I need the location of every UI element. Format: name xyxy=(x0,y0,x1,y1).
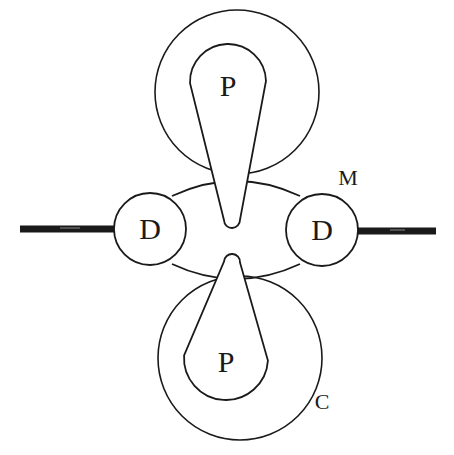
callout-letter: M xyxy=(338,167,358,189)
callout-letter: C xyxy=(315,391,330,413)
disc-shape: D xyxy=(113,192,187,266)
label-holder: M xyxy=(338,167,358,189)
rod-highlight xyxy=(390,230,405,231)
disc-outline xyxy=(286,194,358,266)
label-holder: C xyxy=(315,391,330,413)
part-letter: D xyxy=(311,215,333,245)
part-letter: D xyxy=(139,214,161,244)
cam-outline xyxy=(184,254,268,400)
rod-highlight xyxy=(60,228,80,229)
rod xyxy=(20,226,118,233)
rod xyxy=(356,228,436,235)
cam-shape: P xyxy=(184,254,268,400)
part-letter: P xyxy=(218,347,235,377)
cam-outline xyxy=(190,44,266,228)
part-letter: P xyxy=(220,71,237,101)
shape-outline xyxy=(184,254,268,400)
cam-shape: P xyxy=(190,44,266,228)
disc-shape: D xyxy=(285,193,359,267)
disc-outline xyxy=(114,193,186,265)
